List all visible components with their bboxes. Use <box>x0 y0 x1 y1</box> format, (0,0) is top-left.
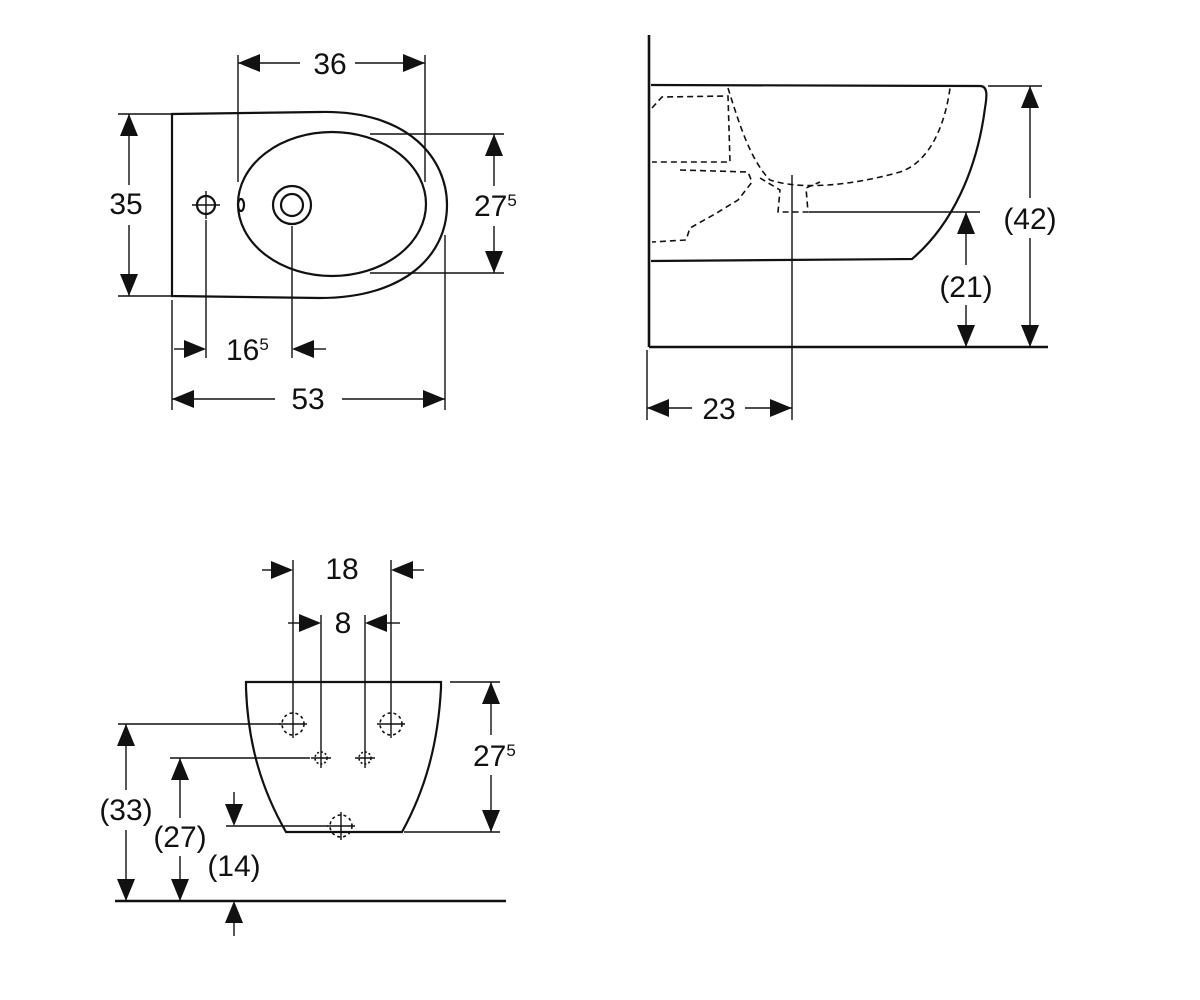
drain-inner <box>279 192 305 218</box>
bidet-front-outline <box>244 680 443 834</box>
bowl-hidden-line <box>727 87 951 187</box>
bidet-top-outline <box>170 110 449 300</box>
supply-hole-right <box>355 748 375 768</box>
dim-21: (21) <box>939 271 992 304</box>
dim-53: 53 <box>291 383 324 416</box>
dim-8: 8 <box>335 607 352 640</box>
dim-18: 18 <box>325 553 358 586</box>
drain-outer <box>271 184 313 226</box>
dim-36: 36 <box>313 48 346 81</box>
dim-27-5-top: 275 <box>474 190 517 223</box>
drain-hole <box>327 812 355 840</box>
dim-27-5-front: 275 <box>473 740 516 773</box>
side-view: (42) (21) 23 <box>646 35 1057 426</box>
drain-hidden <box>759 177 821 213</box>
dim-14: (14) <box>207 850 260 883</box>
bidet-side-outline <box>650 83 988 263</box>
dim-16-5: 165 <box>226 334 269 367</box>
dim-27: (27) <box>153 821 206 854</box>
dim-42: (42) <box>1003 203 1056 236</box>
overflow-slot <box>236 197 246 213</box>
supply-hole-left <box>311 748 331 768</box>
dim-35: 35 <box>109 188 142 221</box>
fixing-hole-left <box>279 710 307 738</box>
dim-23: 23 <box>702 393 735 426</box>
dim-33: (33) <box>99 794 152 827</box>
top-view: 36 35 275 165 53 <box>109 48 517 416</box>
fixing-hole-right <box>377 710 405 738</box>
bowl-outline <box>236 130 428 278</box>
front-view: 18 8 275 (33) (27) <box>99 553 516 936</box>
